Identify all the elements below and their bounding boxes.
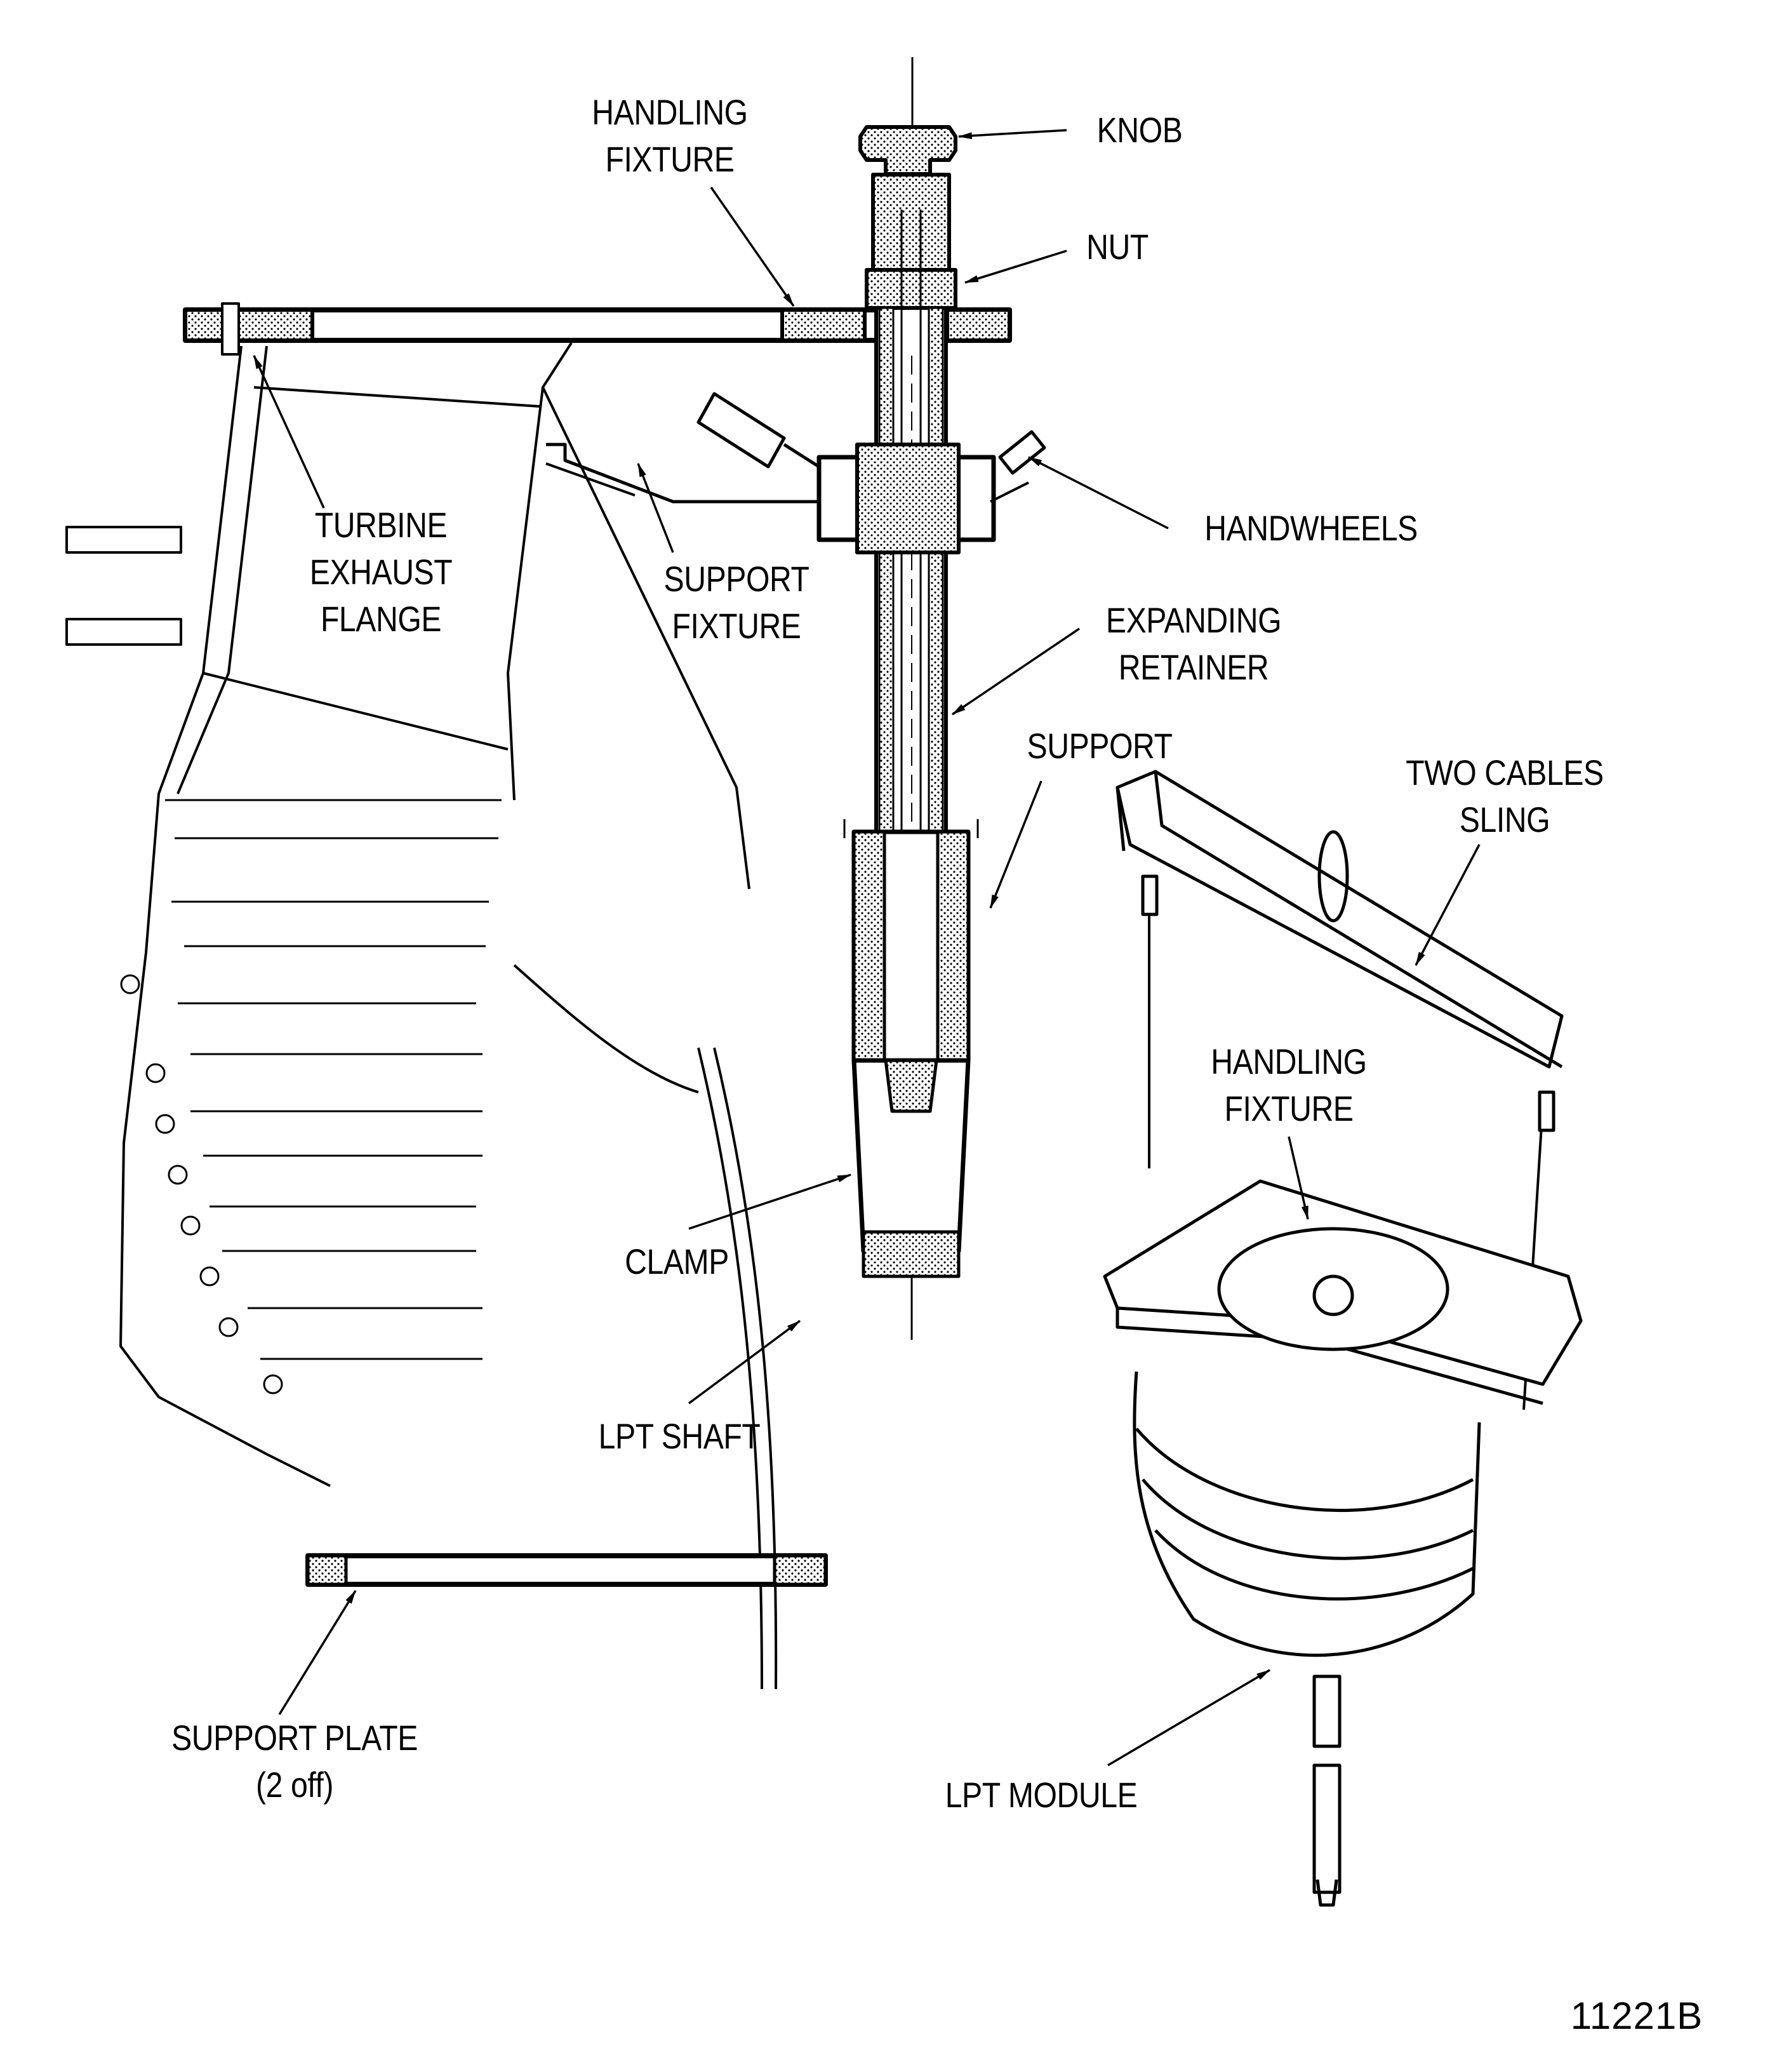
- label-line: FLANGE: [320, 599, 442, 639]
- label-line: TWO CABLES: [1406, 752, 1604, 792]
- leader-turbine-exhaust-flange: [253, 355, 325, 509]
- leader-clamp: [688, 1173, 852, 1230]
- label-handling-fixture-top: HANDLING FIXTURE: [592, 89, 748, 183]
- lpt-shaft-outline: [697, 1047, 763, 1690]
- handling-fixture-top-plate: [183, 302, 1012, 356]
- label-support: SUPPORT: [1027, 726, 1173, 766]
- label-nut: NUT: [1086, 227, 1149, 267]
- leader-support-plate: [278, 1590, 357, 1715]
- leader-lpt-shaft: [688, 1320, 801, 1405]
- label-knob: KNOB: [1096, 110, 1183, 150]
- leader-support: [989, 780, 1042, 909]
- label-line: (2 off): [256, 1765, 333, 1805]
- label-clamp: CLAMP: [625, 1241, 729, 1281]
- leader-nut: [964, 250, 1067, 284]
- label-turbine-exhaust-flange: TURBINE EXHAUST FLANGE: [309, 502, 453, 643]
- label-support-fixture: SUPPORT FIXTURE: [664, 556, 809, 650]
- turbine-casing-section: [65, 342, 819, 1690]
- label-line: RETAINER: [1118, 647, 1269, 687]
- label-line: SLING: [1459, 799, 1550, 839]
- label-line: EXPANDING: [1105, 600, 1282, 640]
- label-expanding-retainer: EXPANDING RETAINER: [1105, 597, 1282, 691]
- label-handwheels: HANDWHEELS: [1204, 508, 1418, 548]
- label-line: SUPPORT PLATE: [171, 1718, 418, 1758]
- support-plate-bottom: [305, 1553, 828, 1587]
- turbine-stage-blades: [165, 799, 502, 1360]
- lpt-module-assembly: [1103, 1179, 1583, 1907]
- label-line: HANDLING: [592, 92, 748, 132]
- leader-support-fixture: [637, 462, 674, 553]
- leader-expanding-retainer: [952, 627, 1080, 716]
- label-lpt-shaft: LPT SHAFT: [598, 1416, 761, 1456]
- label-line: SUPPORT: [663, 559, 809, 599]
- leader-handwheels: [1028, 456, 1169, 530]
- label-lpt-module: LPT MODULE: [945, 1775, 1138, 1815]
- casing-bolts: [120, 974, 283, 1394]
- leader-handling-fixture-right: [1288, 1136, 1309, 1220]
- label-line: FIXTURE: [1224, 1088, 1354, 1128]
- leader-two-cables-sling: [1415, 844, 1481, 966]
- label-line: FIXTURE: [605, 139, 735, 179]
- label-handling-fixture-right: HANDLING FIXTURE: [1211, 1038, 1367, 1132]
- label-two-cables-sling: TWO CABLES SLING: [1406, 749, 1604, 843]
- leader-lpt-module: [1107, 1669, 1270, 1767]
- figure-number: 11221B: [1570, 1995, 1703, 2037]
- leader-knob: [957, 129, 1067, 140]
- label-support-plate: SUPPORT PLATE (2 off): [171, 1714, 418, 1808]
- label-line: EXHAUST: [309, 552, 453, 592]
- label-line: FIXTURE: [672, 606, 801, 646]
- leader-handling-fixture-top: [710, 187, 795, 307]
- expanding-retainer-column: [696, 57, 1046, 1340]
- label-line: HANDLING: [1211, 1041, 1367, 1081]
- label-line: TURBINE: [314, 505, 448, 545]
